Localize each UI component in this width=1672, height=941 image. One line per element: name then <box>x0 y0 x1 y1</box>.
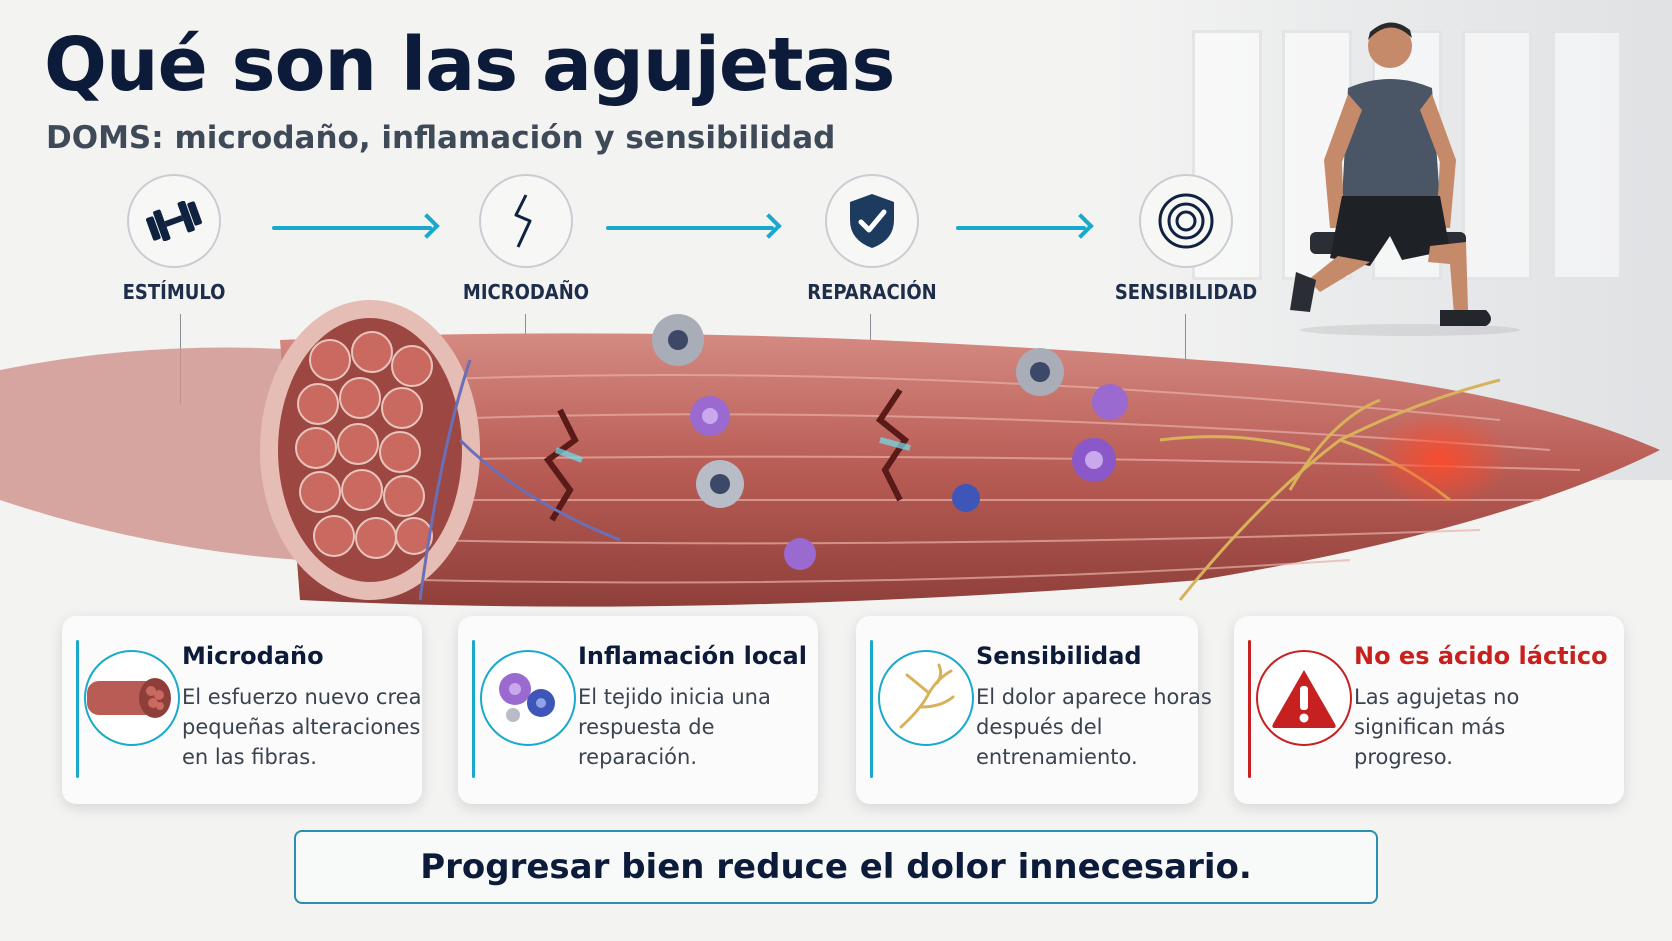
card-microdano: Microdaño El esfuerzo nuevo crea pequeña… <box>62 616 422 804</box>
card-icon-circle <box>84 650 180 746</box>
immune-cell <box>1016 348 1064 396</box>
card-text: El esfuerzo nuevo crea pequeñas alteraci… <box>182 685 422 769</box>
gym-window <box>1462 30 1532 280</box>
card-title: No es ácido láctico <box>1354 642 1608 670</box>
immune-cell <box>652 314 704 366</box>
card-text: Las agujetas no significan más progreso. <box>1354 685 1520 769</box>
card-accent-bar <box>1248 640 1251 778</box>
footer-message: Progresar bien reduce el dolor innecesar… <box>420 847 1252 887</box>
step-label: SENSIBILIDAD <box>1114 280 1258 304</box>
flow-arrow <box>956 226 1086 230</box>
immune-cell <box>696 460 744 508</box>
dumbbell-icon <box>146 201 202 241</box>
step-icon-circle <box>1139 174 1233 268</box>
card-icon-circle <box>480 650 576 746</box>
step-icon-circle <box>825 174 919 268</box>
step-label: MICRODAÑO <box>462 280 590 304</box>
athlete-lunge-illustration <box>1290 22 1520 336</box>
gym-window <box>1552 30 1622 280</box>
immune-cells-icon <box>499 673 555 722</box>
card-title: Microdaño <box>182 642 324 670</box>
flow-arrow <box>606 226 774 230</box>
card-sensibilidad: Sensibilidad El dolor aparece horas desp… <box>856 616 1212 804</box>
immune-cell <box>952 484 980 512</box>
card-accent-bar <box>472 640 475 778</box>
lightning-icon <box>514 194 532 248</box>
card-text: El dolor aparece horas después del entre… <box>976 685 1212 769</box>
step-label: ESTÍMULO <box>122 280 226 304</box>
muscle-fiber-icon <box>87 678 171 718</box>
flow-arrow <box>272 226 432 230</box>
card-icon-circle <box>1256 650 1352 746</box>
card-inflamacion: Inflamación local El tejido inicia una r… <box>458 616 818 804</box>
immune-cell <box>1072 438 1116 482</box>
page-title: Qué son las agujetas <box>44 22 895 108</box>
card-title: Inflamación local <box>578 642 807 670</box>
immune-cell <box>1092 384 1128 420</box>
step-icon-circle <box>127 174 221 268</box>
step-icon-circle <box>479 174 573 268</box>
card-icon-circle <box>878 650 974 746</box>
card-acido-lactico: No es ácido láctico Las agujetas no sign… <box>1234 616 1624 804</box>
target-icon <box>1158 193 1214 249</box>
card-text: El tejido inicia una respuesta de repara… <box>578 685 771 769</box>
card-accent-bar <box>870 640 873 778</box>
warning-icon <box>1272 670 1336 728</box>
nerve-icon <box>899 663 955 729</box>
footer-message-box: Progresar bien reduce el dolor innecesar… <box>294 830 1378 904</box>
step-sensibilidad: SENSIBILIDAD <box>1096 174 1276 304</box>
card-accent-bar <box>76 640 79 778</box>
page-subtitle: DOMS: microdaño, inflamación y sensibili… <box>46 120 836 156</box>
step-reparacion: REPARACIÓN <box>782 174 962 304</box>
immune-cell <box>690 396 730 436</box>
shield-check-icon <box>850 194 894 248</box>
immune-cell <box>784 538 816 570</box>
muscle-fiber-illustration <box>0 300 1660 607</box>
step-estimulo: ESTÍMULO <box>84 174 264 304</box>
step-label: REPARACIÓN <box>807 280 937 304</box>
card-title: Sensibilidad <box>976 642 1142 670</box>
step-microdano: MICRODAÑO <box>436 174 616 304</box>
